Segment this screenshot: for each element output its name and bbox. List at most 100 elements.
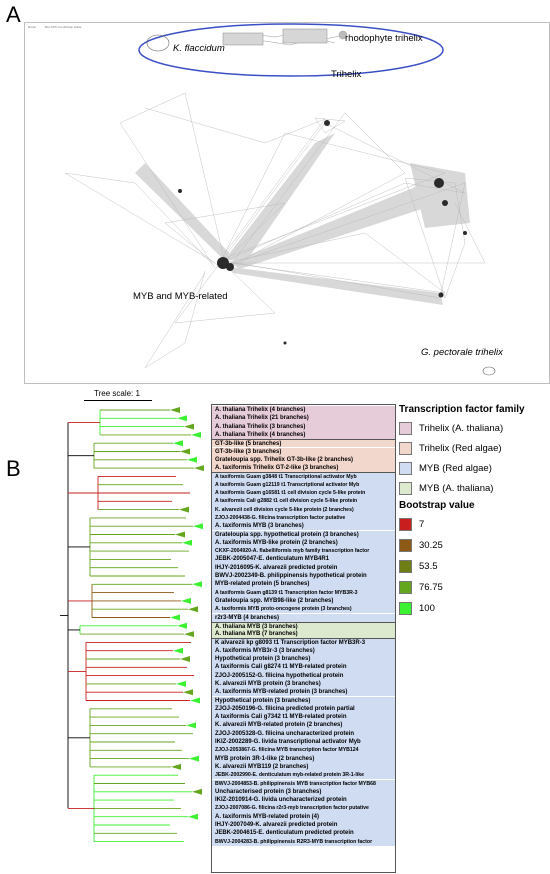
leaf-label: ZJOJ-2050196-G. filicina predicted prote… [212,704,395,714]
leaf-label: ZJOJ-2005152-G. filicina hypothetical pr… [212,671,395,680]
family-legend-label: MYB (Red algae) [419,463,492,474]
tree-scale: Tree scale: 1 [84,389,154,403]
sequence-similarity-network [64,23,496,376]
leaf-label: ZJOJ-2004438-G. filicina transcription f… [212,513,395,523]
leaf-label: GT-3b-like (5 branches) [212,439,395,448]
family-legend-title: Transcription factor family [399,404,525,415]
tree-scale-label: Tree scale: 1 [94,389,140,398]
leaf-label: JEBK-2002990-E. denticulatum myb-related… [212,771,395,780]
k-flaccidum-circle [146,34,170,52]
bootstrap-legend-label: 30.25 [419,540,443,551]
collapsed-clade [190,697,200,704]
collapsed-clade [191,431,201,438]
leaf-label: BWVJ-2002349-B. philippinensis hypotheti… [212,572,395,581]
panel-a-letter: A [6,2,21,27]
family-legend-label: MYB (A. thaliana) [419,483,494,494]
collapsed-clade [188,606,198,613]
network-panel: Node Bar-MYC bootstrap table [24,22,550,384]
collapsed-clade [188,813,198,820]
leaf-label: Grateloupia spp. Trihelix GT-3b-like (2 … [212,455,395,465]
leaf-label: A taxiformis Guam g8139 t1 Transcription… [212,588,395,597]
leaf-label: ZJOJ-2005328-G. filicina uncharacterized… [212,729,395,738]
leaf-label: A. thaliana Trihelix (21 branches) [212,414,395,423]
leaf-label: A. taxiformis MYB3r-3 (3 branches) [212,646,395,655]
collapsed-clade [184,631,194,638]
tree-scale-bar [84,400,152,401]
leaf-label: A. taxiformis Trihelix GT-2-like (3 bran… [212,464,395,473]
family-legend-swatch [399,462,412,475]
collapsed-clade [182,539,192,546]
leaf-label: Grateloupia spp. MYB98-like (2 branches) [212,596,395,606]
bootstrap-legend-swatch [399,581,412,594]
bootstrap-legend-title: Bootstrap value [399,500,475,511]
network-clusters [178,120,467,345]
leaf-label: Hypothetical protein (3 branches) [212,696,395,705]
network-dense-fill [135,133,470,305]
leaf-label-panel: A. thaliana Trihelix (4 branches)A. thal… [211,404,396,873]
panel-b-letter: B [6,456,21,481]
collapsed-clade [181,597,191,604]
leaf-label: K. alvarezii MYB-related protein (2 bran… [212,721,395,730]
family-legend-label: Trihelix (Red algae) [419,443,502,454]
leaf-label: CKXF-2004920-A. flabelliformis myb famil… [212,547,395,556]
leaf-label: A. thaliana MYB (3 branches) [212,621,395,631]
k-flaccidum-label: K. flaccidum [173,43,225,54]
leaf-label: A taxiformis Cali g2882 t1 cell division… [212,497,395,506]
leaf-label: A. taxiformis MYB proto-oncogene protein… [212,605,395,614]
family-legend-label: Trihelix (A. thaliana) [419,423,504,434]
network-header-node: Node [28,25,36,29]
bootstrap-legend-swatch [399,539,412,552]
leaf-label: K alvarezii kp g8093 t1 Transcription fa… [212,638,395,647]
network-edges [64,92,486,369]
leaf-label: BWVJ-2004283-B. philippinensis R2R3-MYB … [212,837,395,846]
myb-label: MYB and MYB-related [133,291,228,302]
phylogenetic-tree [60,407,204,843]
g-pectorale-circle [482,366,496,376]
leaf-label: ZJOJ-2053867-G. filicina MYB transcripti… [212,746,395,755]
collapsed-clade [193,523,203,530]
leaf-label: A. thaliana Trihelix (3 branches) [212,422,395,431]
collapsed-clade [177,622,187,629]
leaf-label: IHJY-2016095-K. alvarezii predicted prot… [212,563,395,572]
collapsed-clade [177,415,187,422]
g-pectorale-label: G. pectorale trihelix [421,347,503,358]
rhodophyte-trihelix-label: rhodophyte trihelix [345,33,423,44]
collapsed-clade [194,465,204,472]
collapsed-clade [176,680,186,687]
collapsed-clade [189,755,199,762]
leaf-label: Grateloupia spp. hypothetical protein (3… [212,530,395,539]
collapsed-clade [184,423,194,430]
leaf-label: r2r3-MYB (4 branches) [212,613,395,622]
bootstrap-legend-label: 7 [419,519,425,530]
family-legend-swatch [399,442,412,455]
leaf-label: K. alvarezii cell division cycle 5-like … [212,505,395,514]
leaf-label: A taxiformis Guam g3848 t1 Transcription… [212,472,395,481]
leaf-label: K. alvarezii MYB protein (3 branches) [212,679,395,689]
leaf-label: A. thaliana Trihelix (4 branches) [212,430,395,440]
collapsed-clade [192,581,202,588]
bootstrap-legend-swatch [399,518,412,531]
leaf-label: GT-3b-like (3 branches) [212,447,395,456]
bootstrap-legend-swatch [399,560,412,573]
leaf-label: A. taxiformis MYB-related protein (3 bra… [212,688,395,697]
trihelix-label: Trihelix [331,69,362,80]
leaf-label: Hypothetical protein (3 branches) [212,655,395,664]
collapsed-clade [171,763,181,770]
leaf-label: A. taxiformis MYB-related protein (4) [212,812,395,821]
collapsed-clade [183,689,193,696]
leaf-label: MYB-related protein (5 branches) [212,580,395,589]
leaf-label: IHJY-2007049-K. alvarezii predicted prot… [212,821,395,830]
leaf-label: BWVJ-2004853-B. philippinensis MYB trans… [212,779,395,788]
network-header-table: Bar-MYC bootstrap table [45,25,82,29]
collapsed-clade [173,440,183,447]
leaf-label: ZJOJ-2007086-G. filicina r2r3-myb transc… [212,804,395,813]
leaf-label: IKIZ-2002289-G. livida transcriptional a… [212,738,395,747]
leaf-label: A taxiformis Guam g16581 t1 cell divisio… [212,489,395,498]
bootstrap-legend-swatch [399,602,412,615]
bootstrap-legend-label: 100 [419,603,435,614]
collapsed-clade [173,647,183,654]
leaf-label: A. taxiformis MYB-like protein (2 branch… [212,538,395,548]
collapsed-clade [175,531,185,538]
collapsed-clade [186,722,196,729]
leaf-label: K. alvarezii MYB119 (2 branches) [212,762,395,772]
